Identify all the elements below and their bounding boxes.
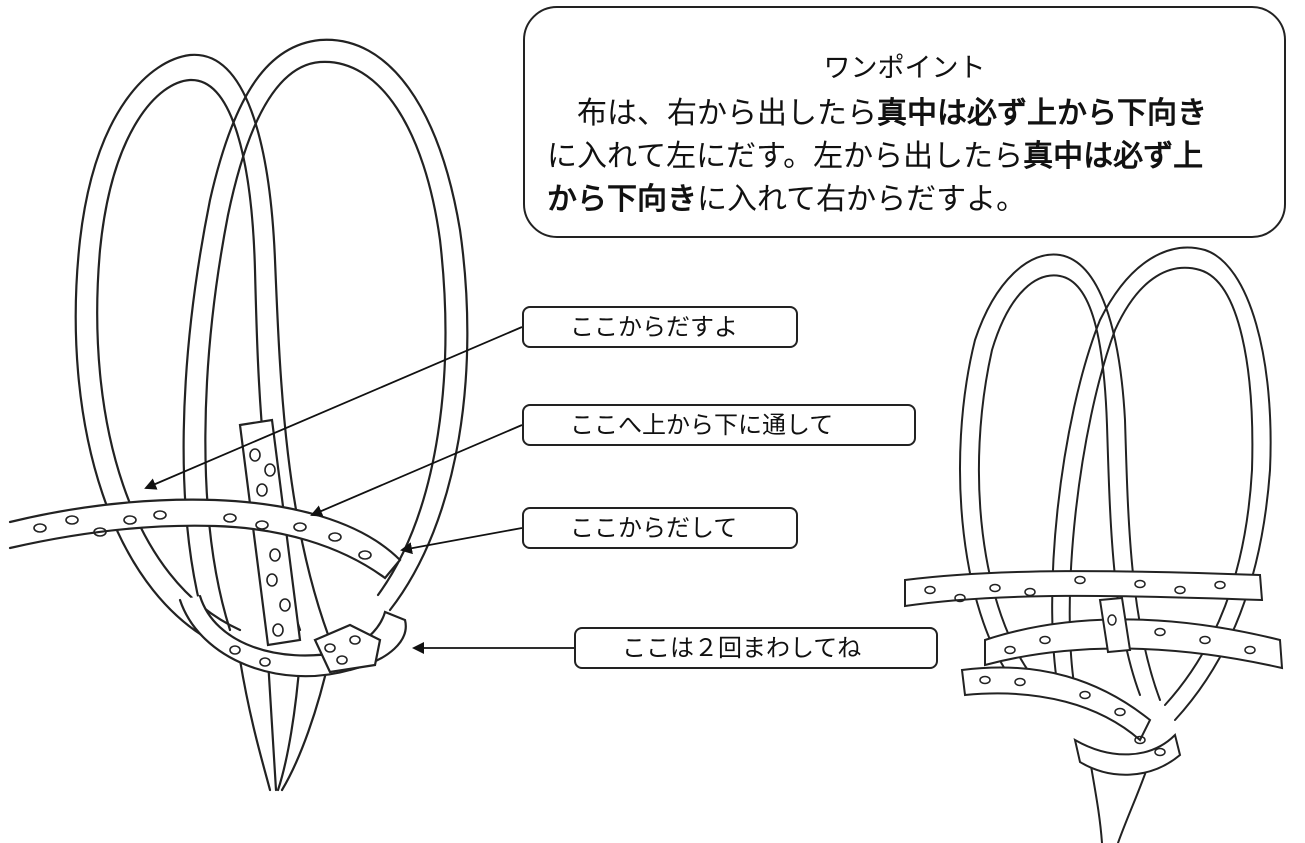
tip-line-2-plain: に入れて左にだす。左から出したら [547,139,1024,174]
tip-title: ワンポイント [823,53,986,84]
tip-line-3-bold: から下向き [547,182,697,217]
tip-line-1: 布は、右から出したら真中は必ず上から下向き [547,92,1266,135]
callout-label-over-under: ここへ上から下に通して [522,404,916,446]
left-knot-drawing [8,38,469,792]
tip-line-3-plain: に入れて右からだすよ。 [697,182,1027,217]
tip-box: ワンポイント 布は、右から出したら真中は必ず上から下向き に入れて左にだす。左か… [523,6,1286,238]
tip-line-1-bold: 真中は必ず上から下向き [877,96,1207,131]
arrow-to-over-under [310,424,523,517]
callout-label-start: ここからだすよ [522,306,798,348]
arrow-to-exit [400,527,523,555]
right-knot-drawing [904,246,1284,843]
tip-line-2-bold: 真中は必ず上 [1023,139,1204,174]
callout-label-wrap: ここは２回まわしてね [574,627,938,669]
callout-label-exit: ここからだして [522,507,798,549]
tip-line-3: から下向きに入れて右からだすよ。 [547,178,1266,221]
arrow-to-start [144,326,523,490]
tip-body: 布は、右から出したら真中は必ず上から下向き に入れて左にだす。左から出したら真中… [547,92,1266,221]
tip-line-2: に入れて左にだす。左から出したら真中は必ず上 [547,135,1266,178]
callout-arrows [144,326,574,654]
tip-line-1-plain: 布は、右から出したら [547,96,877,131]
